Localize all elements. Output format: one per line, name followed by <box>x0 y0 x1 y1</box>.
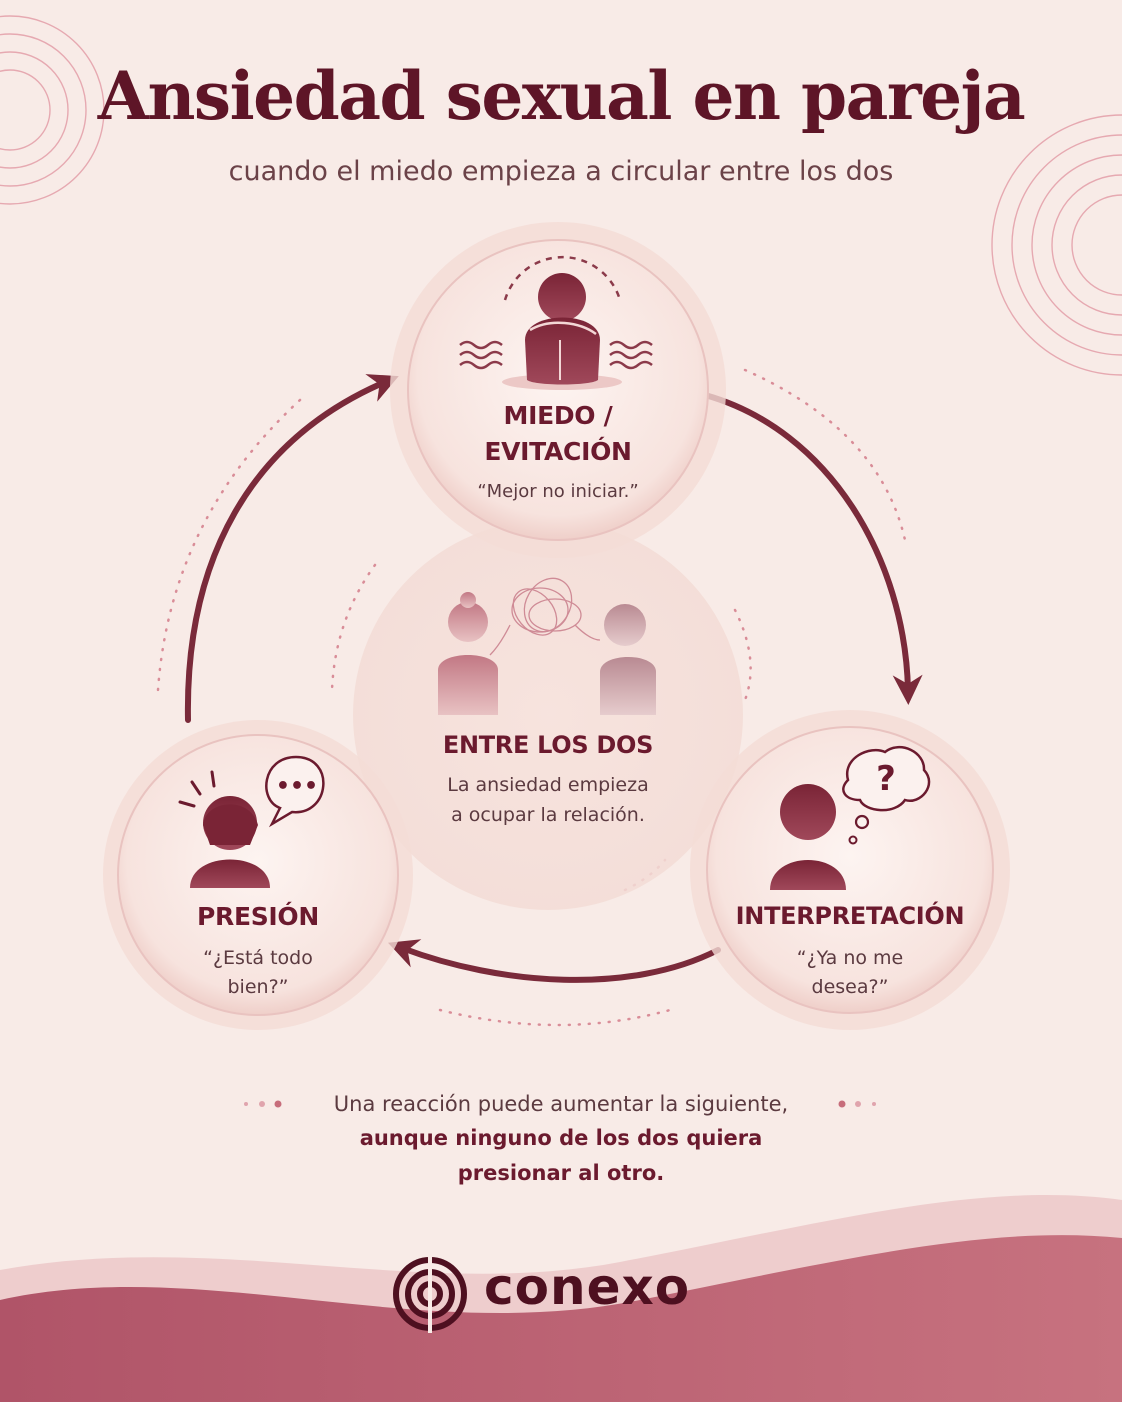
fear-node-quote: “Mejor no iniciar.” <box>477 481 639 502</box>
conexo-logo-icon <box>393 1255 467 1333</box>
decorative-rings-top-left <box>0 15 105 205</box>
center-node-title: ENTRE LOS DOS <box>442 731 654 759</box>
note-dots-left <box>244 1100 282 1108</box>
center-node-text: La ansiedad empieza a ocupar la relación… <box>410 770 686 830</box>
center-text-line1: La ansiedad empieza <box>447 774 649 796</box>
interpretation-node-quote: “¿Ya no me desea?” <box>796 947 904 998</box>
note-dots-right <box>838 1100 876 1108</box>
crouching-person-icon <box>459 255 653 390</box>
node-interpretation <box>690 710 1010 1030</box>
speaking-person-icon <box>178 755 325 888</box>
fear-title-line1: MIEDO / <box>503 401 613 430</box>
fear-node-title: MIEDO / EVITACIÓN <box>440 398 676 470</box>
page-subtitle: cuando el miedo empieza a circular entre… <box>228 156 894 187</box>
pressure-node-quote: “¿Está todo bien?” <box>203 947 313 998</box>
note-line-3: presionar al otro. <box>457 1161 665 1185</box>
thinking-person-icon <box>770 746 931 890</box>
interpretation-bubble-symbol: ? <box>876 759 896 799</box>
bottom-wave <box>0 1235 1122 1402</box>
pressure-bubble-symbol: ••• <box>276 774 318 799</box>
pressure-node-title: PRESIÓN <box>196 902 320 931</box>
node-fear <box>390 222 726 558</box>
note-line-2: aunque ninguno de los dos quiera <box>359 1126 763 1150</box>
interpretation-node-title: INTERPRETACIÓN <box>735 902 965 930</box>
cycle-arrows <box>184 374 923 983</box>
decorative-rings-top-right <box>991 114 1122 376</box>
brand-wordmark: conexo <box>484 1258 691 1316</box>
couple-icon <box>438 577 656 715</box>
dotted-orbit-arcs <box>156 368 907 1027</box>
page-title: Ansiedad sexual en pareja <box>97 57 1026 135</box>
center-text-line2: a ocupar la relación. <box>451 804 645 826</box>
fear-title-line2: EVITACIÓN <box>484 437 632 466</box>
note-line-1: Una reacción puede aumentar la siguiente… <box>333 1092 789 1116</box>
